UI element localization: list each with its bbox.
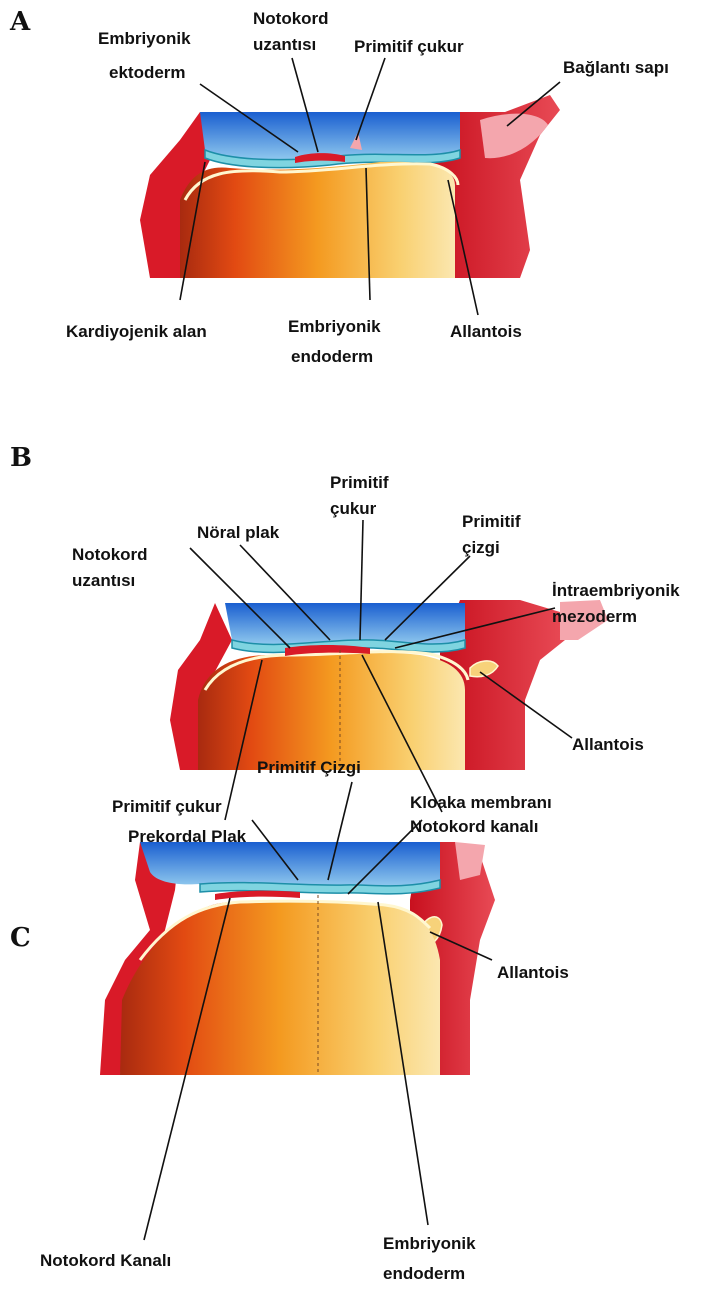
label-notokord-uzantisi-1: Notokord: [253, 9, 329, 28]
label-kloaka-membrani: Kloaka membranı: [410, 793, 552, 812]
label-embriyonik-ektoderm-1: Embriyonik: [98, 29, 191, 48]
label-notokord-uzantisi-2: uzantısı: [72, 571, 135, 590]
label-notokord-kanali: Notokord Kanalı: [40, 1251, 171, 1270]
label-primitif-cizgi-2: çizgi: [462, 538, 500, 557]
label-notokord-uzantisi-2: uzantısı: [253, 35, 316, 54]
label-embriyonik-endoderm-1: Embriyonik: [288, 317, 381, 336]
label-allantois: Allantois: [497, 963, 569, 982]
label-noral-plak: Nöral plak: [197, 523, 280, 542]
panel-letter: B: [10, 443, 32, 473]
label-notokord-kanali: Notokord kanalı: [410, 817, 538, 836]
label-baglanti-sapi: Bağlantı sapı: [563, 58, 669, 77]
panel-letter: C: [10, 923, 31, 953]
label-embriyonik-endoderm-2: endoderm: [291, 347, 373, 366]
label-embriyonik-endoderm-1: Embriyonik: [383, 1234, 476, 1253]
label-intraembriyonik-mezoderm-1: İntraembriyonik: [552, 581, 680, 600]
panel-b: B Primitif çukur Nöral plak Primi: [10, 443, 680, 846]
label-primitif-cukur: Primitif çukur: [354, 37, 464, 56]
label-allantois: Allantois: [572, 735, 644, 754]
label-primitif-cizgi: Primitif Çizgi: [257, 758, 361, 777]
embryo-illustration: [170, 600, 608, 770]
panel-letter: A: [9, 7, 31, 37]
label-primitif-cukur-2: çukur: [330, 499, 377, 518]
label-notokord-uzantisi-1: Notokord: [72, 545, 148, 564]
label-intraembriyonik-mezoderm-2: mezoderm: [552, 607, 637, 626]
panel-c: C Primitif Çizgi Primitif çukur Kloaka m…: [10, 758, 569, 1283]
label-embriyonik-endoderm-2: endoderm: [383, 1264, 465, 1283]
label-primitif-cukur: Primitif çukur: [112, 797, 222, 816]
label-kardiyojenik-alan: Kardiyojenik alan: [66, 322, 207, 341]
panel-a: A Embriyonik ektoderm Not: [9, 7, 669, 366]
embryo-illustration: [140, 95, 560, 278]
label-allantois: Allantois: [450, 322, 522, 341]
label-primitif-cukur-1: Primitif: [330, 473, 389, 492]
label-primitif-cizgi-1: Primitif: [462, 512, 521, 531]
embryo-illustration: [100, 842, 495, 1075]
label-embriyonik-ektoderm-2: ektoderm: [109, 63, 186, 82]
